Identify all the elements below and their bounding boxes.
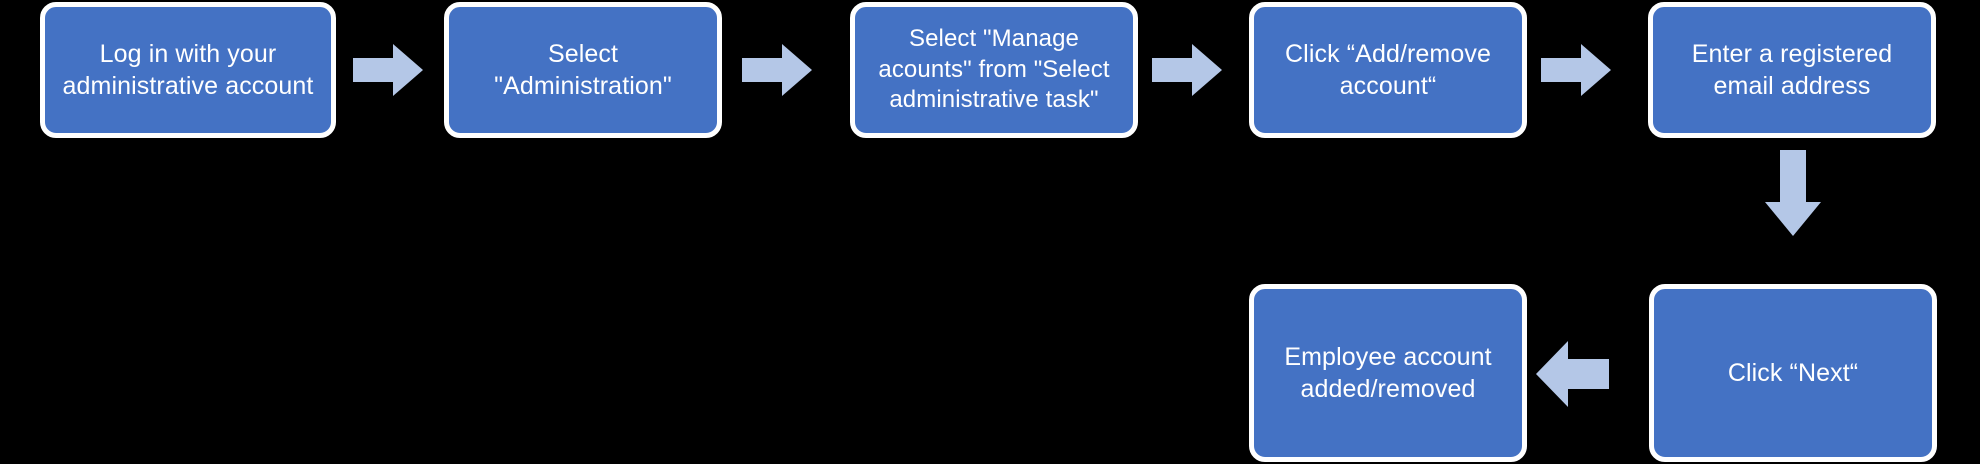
flow-node-step-6[interactable]: Click “Next“ [1649,284,1937,462]
flow-node-step-2[interactable]: Select "Administration" [444,2,722,138]
flow-node-step-4[interactable]: Click “Add/remove account“ [1249,2,1527,138]
arrow-right-icon [1541,42,1611,98]
arrow-right-icon [742,42,812,98]
flow-node-label: Select "Administration" [494,40,672,100]
flow-node-step-1[interactable]: Log in with your administrative account [40,2,336,138]
arrow-right-icon [353,42,423,98]
arrow-down-icon [1764,150,1822,236]
flow-node-step-7[interactable]: Employee account added/removed [1249,284,1527,462]
flow-node-label: Employee account added/removed [1284,343,1492,403]
flow-node-label: Enter a registered email address [1691,40,1893,100]
flow-node-label: Log in with your administrative account [62,40,314,100]
arrow-left-icon [1535,338,1609,410]
arrow-right-icon [1152,42,1222,98]
flow-node-step-5[interactable]: Enter a registered email address [1648,2,1936,138]
flow-node-label: Click “Next“ [1727,359,1859,387]
flow-node-label: Select "Manage acounts" from "Select adm… [878,24,1110,114]
flow-node-step-3[interactable]: Select "Manage acounts" from "Select adm… [850,2,1138,138]
flow-node-label: Click “Add/remove account“ [1285,40,1491,100]
